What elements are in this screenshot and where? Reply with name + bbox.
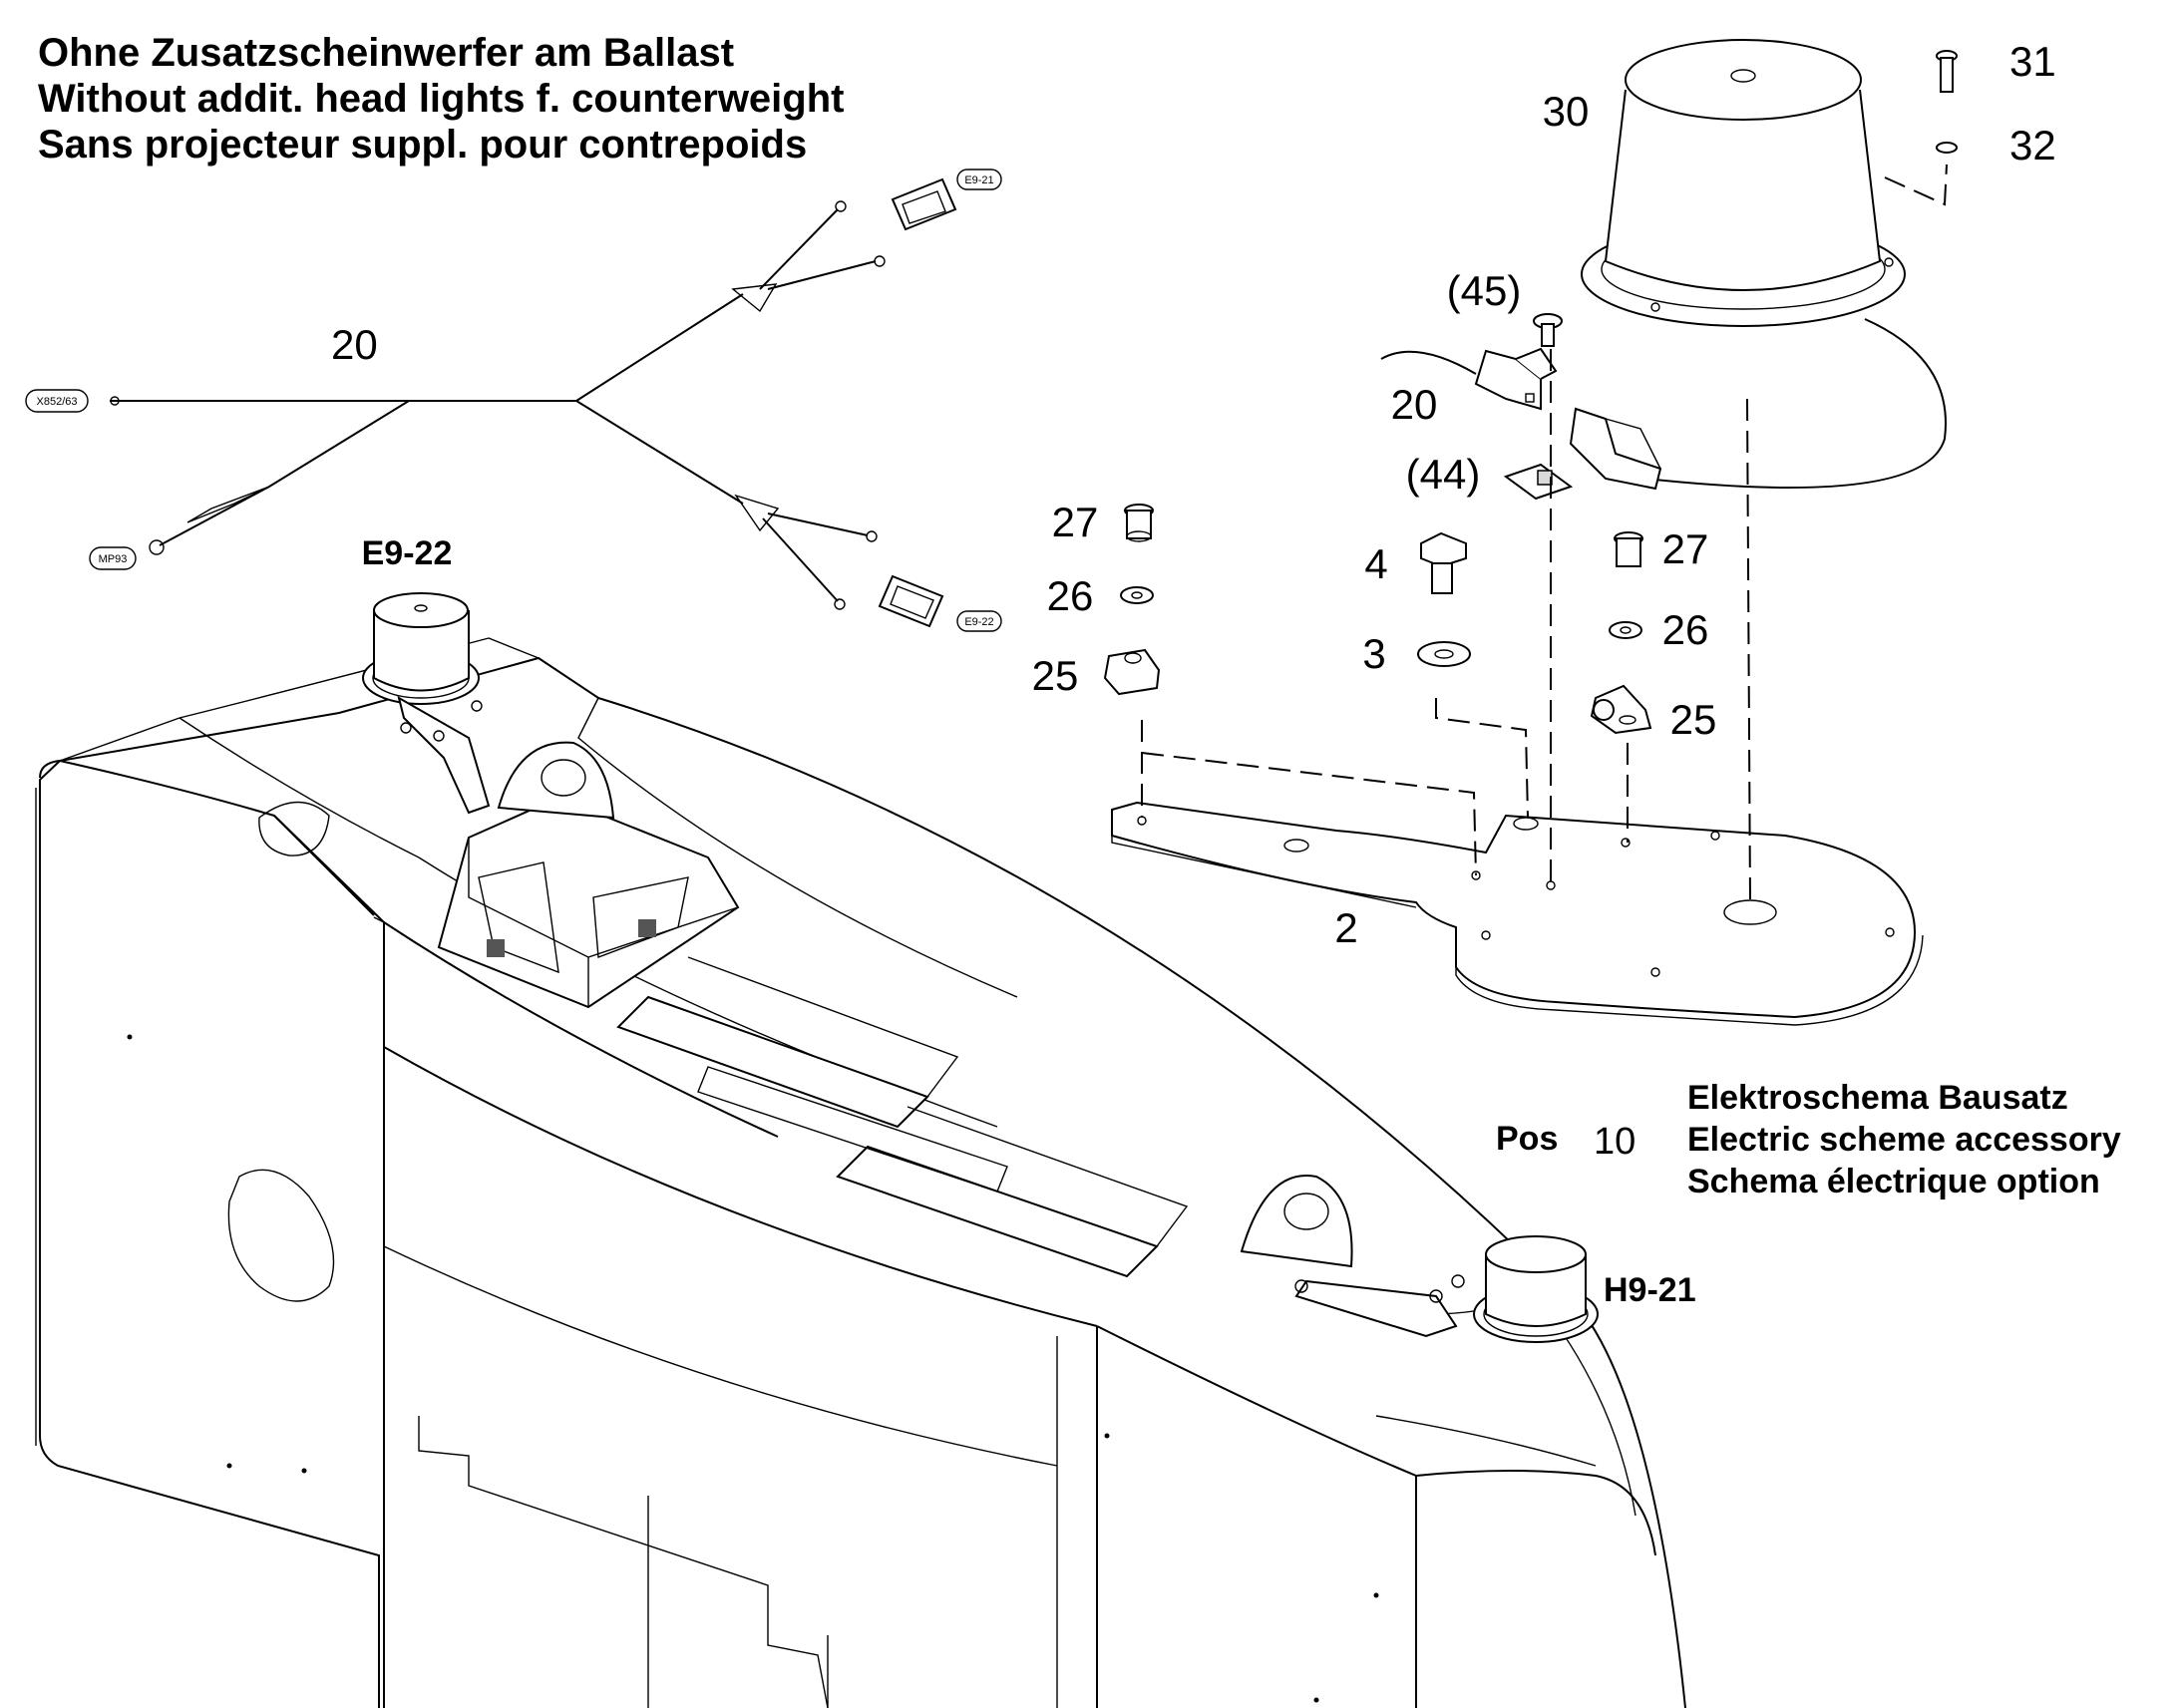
connector-tag-e9-22: E9-22 [956,610,1002,632]
ref-lamp-left: E9-22 [362,534,453,572]
wiring-harness: X852/63 MP93 E9-21 [25,169,1002,632]
connector-e9-22-icon [878,574,944,628]
callout-harness-20: 20 [331,321,378,368]
bolt-4-icon [1420,531,1467,594]
callout-25-left: 25 [1032,652,1079,699]
tag-x852-label: X852/63 [37,396,78,408]
exploded-view: 31 32 30 (45) 20 (44) 4 3 27 26 25 27 26… [1032,38,2056,1026]
header-block: Ohne Zusatzscheinwerfer am Ballast Witho… [38,31,844,167]
callout-26-left: 26 [1047,572,1094,619]
connector-e9-21-icon [891,177,957,231]
bolt-27-right-icon [1614,531,1643,567]
callout-3: 3 [1362,630,1385,677]
callout-2: 2 [1334,904,1357,951]
callout-44: (44) [1406,451,1481,498]
access-hole [227,1169,335,1302]
washer-26-right-icon [1609,621,1642,639]
callout-27-left: 27 [1052,499,1099,545]
center-light-block [437,796,740,1009]
washer-32-icon [1936,142,1958,154]
header-line-fr: Sans projecteur suppl. pour contrepoids [38,123,807,167]
ref-lamp-right: H9-21 [1604,1271,1696,1309]
mounting-plate-2 [1111,801,1924,1026]
callout-31: 31 [2009,38,2056,85]
ground-tag-mp93: MP93 [89,546,137,570]
counterweight-body [35,637,1686,1708]
lamp-bracket-right [1294,1279,1458,1338]
screw-31-icon [1936,50,1958,93]
ground-eyelet-icon [149,539,165,555]
connector-plug-20 [1474,347,1558,411]
washer-3-icon [1417,641,1471,667]
lifting-eye-right [1240,1174,1353,1268]
tag-e9-21-label: E9-21 [964,174,993,186]
screw-45-icon [1533,313,1563,347]
washer-26-left-icon [1120,586,1154,604]
header-line-en: Without addit. head lights f. counterwei… [38,77,844,121]
tag-e9-22-label: E9-22 [964,616,993,628]
connector-tag-x852: X852/63 [25,389,89,413]
clip-44-icon [1503,463,1574,501]
beacon-lamp-left: E9-22 [362,534,491,815]
callout-27-right: 27 [1662,525,1709,572]
legend-line-en: Electric scheme accessory [1687,1121,2121,1159]
beacon-lamp-right: H9-21 [1294,1235,1696,1343]
clamp-25-left-icon [1103,648,1161,696]
callout-20-exploded: 20 [1391,381,1438,428]
beacon-30 [1581,39,1906,327]
legend-line-fr: Schema électrique option [1687,1163,2100,1200]
callout-26-right: 26 [1662,606,1709,653]
electric-scheme-legend: Pos 10 Elektroschema Bausatz Electric sc… [1496,1079,2121,1200]
connector-socket-20 [1569,407,1662,491]
legend-line-de: Elektroschema Bausatz [1687,1079,2068,1117]
clamp-25-right-icon [1590,684,1652,735]
bolt-27-left-icon [1124,504,1154,542]
callout-25-right: 25 [1670,696,1717,743]
callout-45: (45) [1447,267,1522,314]
lifting-eye-left [497,741,615,820]
connector-tag-e9-21: E9-21 [956,169,1002,190]
callout-30: 30 [1543,88,1590,135]
legend-pos-label: Pos [1496,1120,1558,1158]
header-line-de: Ohne Zusatzscheinwerfer am Ballast [38,31,734,75]
vent-fins [616,956,1189,1278]
callout-4: 4 [1364,540,1387,587]
callout-32: 32 [2009,122,2056,169]
lamp-bracket-left [397,695,491,815]
tag-mp93-label: MP93 [99,553,128,565]
legend-pos-value: 10 [1594,1121,1635,1163]
